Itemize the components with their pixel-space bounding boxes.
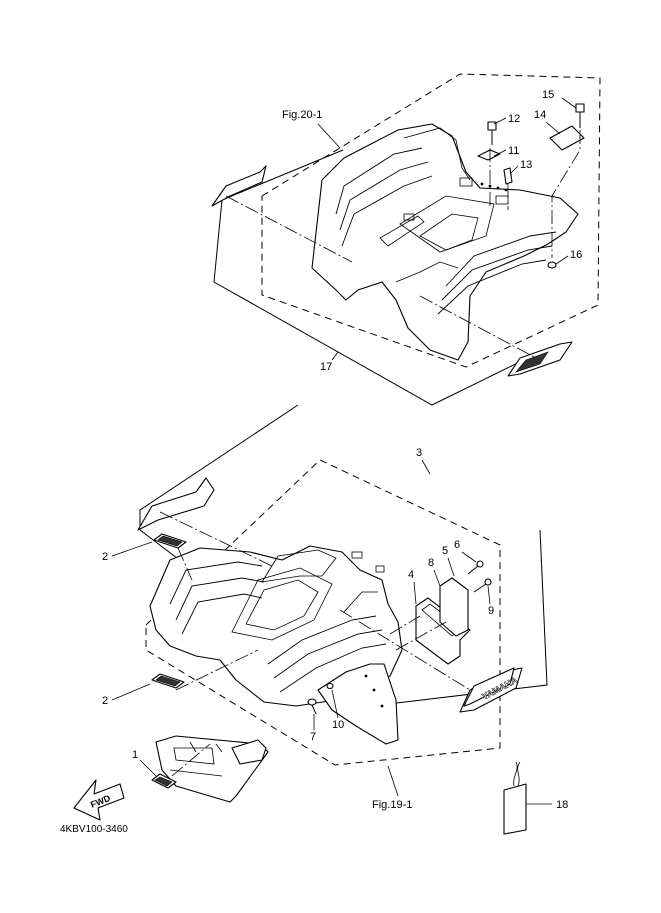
emblem-1: [151, 773, 177, 789]
rear-side-decal: [507, 341, 573, 377]
bolt-12: [487, 121, 497, 145]
grommet-16: [547, 261, 557, 269]
callout-18: 18: [556, 799, 568, 811]
emblem-decal-upper: [153, 533, 187, 549]
reflector-housing: [389, 560, 492, 665]
callout-1: 1: [132, 749, 138, 761]
phantom-line: [551, 130, 581, 258]
bolt-15: [575, 103, 585, 128]
phantom-line: [177, 547, 193, 581]
caution-tag: [503, 761, 527, 835]
phantom-line: [175, 649, 259, 691]
callout-16: 16: [570, 249, 582, 261]
callout-11: 11: [508, 145, 519, 157]
rear-fender-subassembly-boundary: [261, 73, 601, 368]
front-fender-subassembly-boundary: [145, 459, 501, 766]
callout-2-upper: 2: [102, 551, 108, 563]
callout-9: 9: [488, 605, 494, 617]
callout-2-lower: 2: [102, 695, 108, 707]
screw-7: [307, 698, 317, 715]
mud-flap: [317, 663, 399, 745]
rear-flap-decal: [211, 165, 267, 207]
front-fender: [149, 545, 403, 707]
nut-11: [477, 149, 501, 161]
rear-fender-assembly: Fig.20-1 12 11 13 14 15 16 17: [211, 73, 601, 406]
fwd-arrow-icon: FWD: [73, 779, 125, 821]
phantom-line: [339, 609, 471, 691]
callout-4: 4: [408, 569, 414, 581]
front-flap-decal: [137, 477, 215, 531]
callout-7: 7: [310, 731, 316, 743]
phantom-line: [225, 195, 353, 263]
emblem-decal-lower: [151, 673, 185, 689]
callout-17: 17: [320, 361, 332, 373]
diagram-code: 4KBV100-3460: [60, 824, 128, 835]
phantom-line: [159, 511, 273, 567]
callout-8: 8: [428, 557, 434, 569]
rear-fender: [311, 123, 579, 361]
rear-fender-assembly-boundary: [213, 149, 541, 406]
callout-3: 3: [416, 447, 422, 459]
yamaha-side-decal: YAMAHA: [459, 667, 523, 713]
phantom-line: [171, 743, 211, 777]
front-fender-assembly: YAMAHA FWD: [60, 404, 568, 835]
callout-6: 6: [454, 539, 460, 551]
fig-ref-bottom: Fig.19-1: [372, 799, 412, 811]
callout-14: 14: [534, 109, 546, 121]
fig-ref-top: Fig.20-1: [282, 109, 322, 121]
plate-14: [549, 125, 585, 151]
callout-5: 5: [442, 545, 448, 557]
front-bracket: [155, 735, 269, 803]
callout-12: 12: [508, 113, 520, 125]
callout-15: 15: [542, 89, 554, 101]
callout-10: 10: [332, 719, 344, 731]
callout-13: 13: [520, 159, 532, 171]
clip-13: [503, 167, 513, 185]
screw-10: [326, 682, 334, 690]
